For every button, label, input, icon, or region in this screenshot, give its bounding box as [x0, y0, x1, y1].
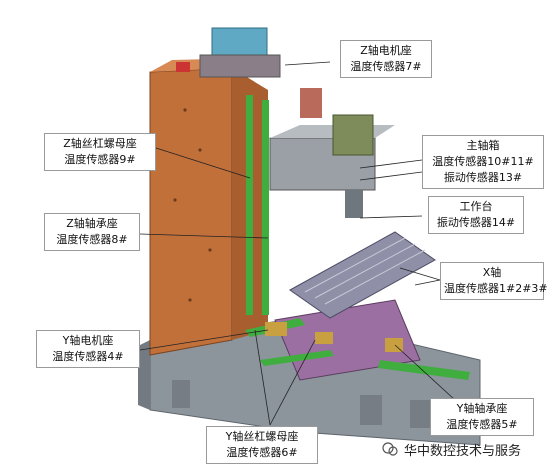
label-z-bearing: Z轴轴承座温度传感器8# — [44, 213, 140, 251]
label-z-nut: Z轴丝杠螺母座温度传感器9# — [44, 133, 156, 171]
z-motor — [176, 27, 281, 78]
label-y-bearing: Y轴轴承座温度传感器5# — [430, 398, 534, 436]
label-y-motor: Y轴电机座温度传感器4# — [36, 330, 140, 368]
label-z-motor: Z轴电机座温度传感器7# — [340, 40, 432, 78]
watermark-text: 华中数控技术与服务 — [404, 443, 522, 459]
watermark: 华中数控技术与服务 — [382, 438, 552, 460]
label-x-axis: X轴温度传感器1#2#3# — [440, 262, 548, 300]
y-nut — [315, 332, 333, 344]
wechat-icon — [382, 442, 398, 456]
label-y-nut: Y轴丝杠螺母座温度传感器6# — [206, 426, 318, 464]
z-rails — [246, 95, 269, 315]
y-motor — [265, 322, 287, 336]
worktable — [289, 231, 436, 319]
label-worktable: 工作台振动传感器14# — [428, 196, 524, 234]
leader-lines — [139, 61, 456, 426]
label-spindle: 主轴箱温度传感器10#11#振动传感器13# — [422, 135, 544, 189]
spindle-head — [269, 88, 395, 218]
